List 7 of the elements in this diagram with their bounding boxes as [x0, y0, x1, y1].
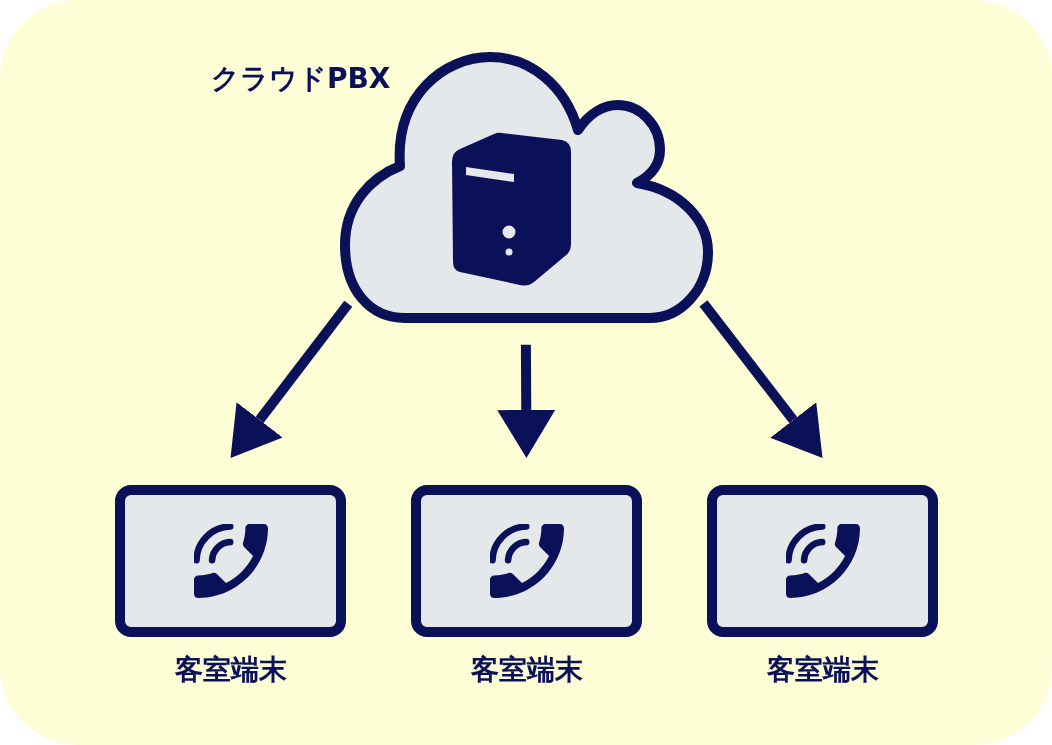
arrow — [230, 300, 353, 458]
arrow — [699, 300, 823, 458]
cloud-label: クラウドPBX — [211, 62, 391, 96]
device-label: 客室端末 — [766, 653, 879, 687]
device-label: 客室端末 — [470, 653, 583, 687]
arrow — [497, 344, 556, 458]
device-label: 客室端末 — [174, 653, 287, 687]
